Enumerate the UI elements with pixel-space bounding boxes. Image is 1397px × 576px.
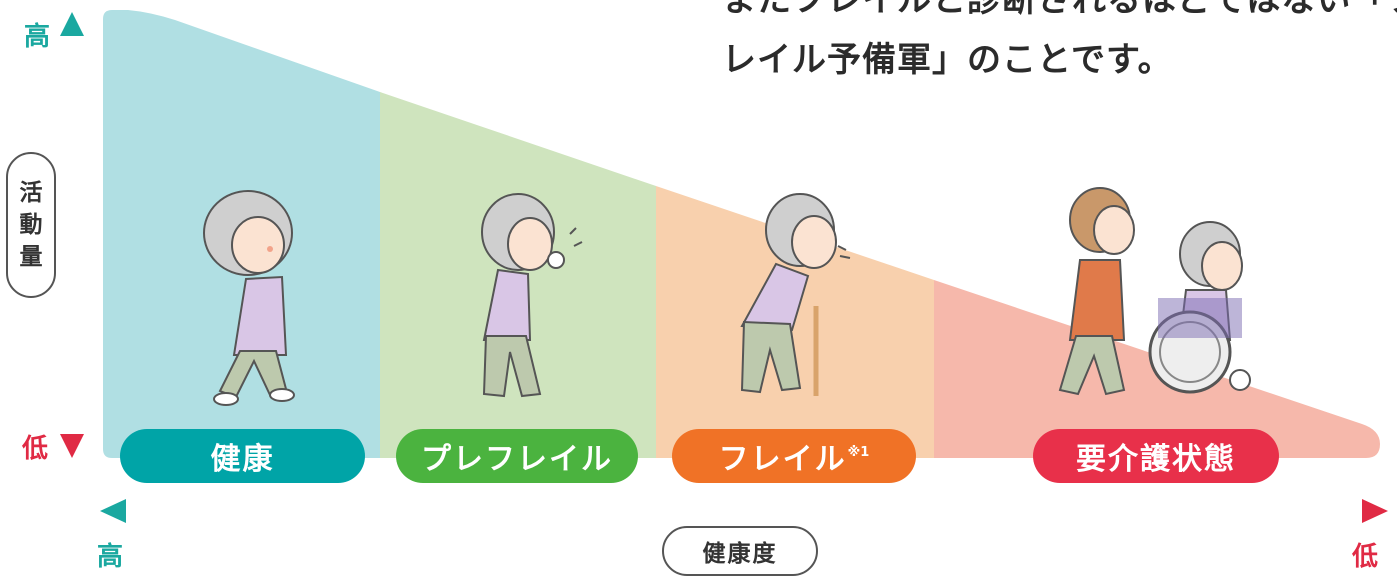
stage-frail-footnote-mark: ※1 [847,444,870,460]
vertical-axis-title-char: 量 [19,244,43,270]
stage-frail-label: フレイル [718,442,847,477]
tired-elder-figure [481,193,583,398]
vertical-axis-low-label: 低 [22,434,49,464]
vertical-axis-title-text: 活動量 [20,177,43,273]
horizontal-axis-high-label: 高 [97,542,124,572]
intro-line-2: レイル予備軍」のことです。 [722,40,1173,80]
horizontal-axis [100,499,1388,523]
arrow-left-icon [100,499,126,523]
stage-prefrail-label: プレフレイル [421,442,613,477]
stage-care-needed-label: 要介護状態 [1076,442,1236,477]
stage-healthy: 健康 [120,429,365,483]
activity-bands [103,10,1380,458]
caregiver-wheelchair-figure [1058,187,1251,396]
cane-elder-figure [740,193,851,396]
vertical-axis-title-char: 動 [19,212,43,238]
stage-frail: フレイル※1 [672,429,916,483]
stage-prefrail: プレフレイル [396,429,638,483]
intro-line-1: またフレイルと診断されるほどではない「フ [722,0,1397,20]
vertical-axis [60,12,84,458]
vertical-axis-title: 活動量 [6,152,56,298]
arrow-up-icon [60,12,84,36]
vertical-axis-high-label: 高 [24,22,51,52]
walking-elder-figure [203,190,295,406]
stage-healthy-label: 健康 [210,442,275,477]
arrow-down-icon [60,434,84,458]
horizontal-axis-low-label: 低 [1352,542,1379,572]
horizontal-axis-title: 健康度 [662,526,818,576]
vertical-axis-title-char: 活 [19,180,43,206]
arrow-right-icon [1362,499,1388,523]
stage-care-needed: 要介護状態 [1033,429,1279,483]
intro-text: またフレイルと診断されるほどではない「フ レイル予備軍」のことです。 [722,0,1397,90]
